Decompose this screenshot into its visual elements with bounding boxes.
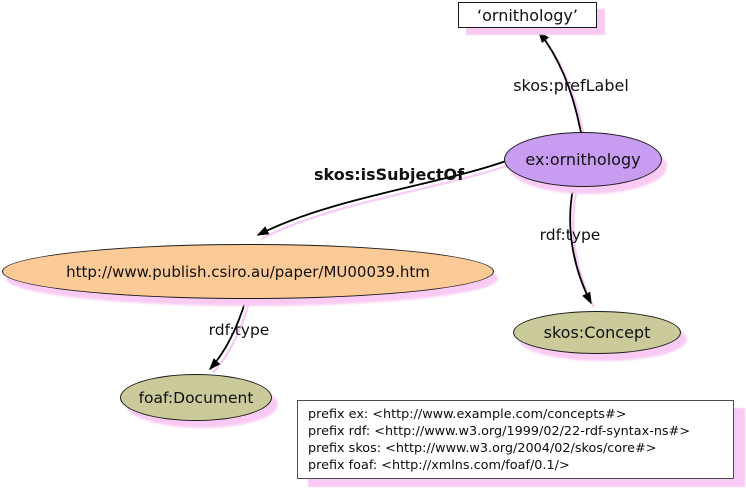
prefix-line-foaf: prefix foaf: <http://xmlns.com/foaf/0.1/… xyxy=(308,458,570,473)
foaf-document-label: foaf:Document xyxy=(138,388,254,407)
prefix-legend-box: prefix ex: <http://www.example.com/conce… xyxy=(297,400,734,479)
node-skos-concept-class: skos:Concept xyxy=(513,311,681,354)
prefix-line-skos: prefix skos: <http://www.w3.org/2004/02/… xyxy=(308,441,657,456)
document-uri-label: http://www.publish.csiro.au/paper/MU0003… xyxy=(66,262,430,281)
edge-label-issubjectof: skos:isSubjectOf xyxy=(313,165,465,184)
edge-issubjectof-shadow xyxy=(260,163,510,240)
edge-label-rdftype-document: rdf:type xyxy=(208,321,270,339)
edge-rdftype-concept xyxy=(569,188,592,305)
edge-issubjectof xyxy=(256,160,507,236)
prefix-line-rdf: prefix rdf: <http://www.w3.org/1999/02/2… xyxy=(308,424,691,439)
edge-label-preflabel: skos:prefLabel xyxy=(513,76,629,95)
node-literal-ornithology: ‘ornithology’ xyxy=(458,2,597,28)
node-foaf-document-class: foaf:Document xyxy=(120,374,272,421)
literal-label: ‘ornithology’ xyxy=(477,5,578,25)
edge-rdftype-document xyxy=(209,298,247,371)
node-document-uri: http://www.publish.csiro.au/paper/MU0003… xyxy=(2,244,494,299)
node-ex-ornithology: ex:ornithology xyxy=(504,132,662,187)
edge-rdftype-concept-shadow xyxy=(572,192,595,308)
concept-label: ex:ornithology xyxy=(525,150,641,169)
prefix-line-ex: prefix ex: <http://www.example.com/conce… xyxy=(308,407,627,422)
skos-concept-label: skos:Concept xyxy=(543,323,651,342)
edge-label-rdftype-concept: rdf:type xyxy=(539,226,601,244)
edge-preflabel xyxy=(538,30,582,134)
